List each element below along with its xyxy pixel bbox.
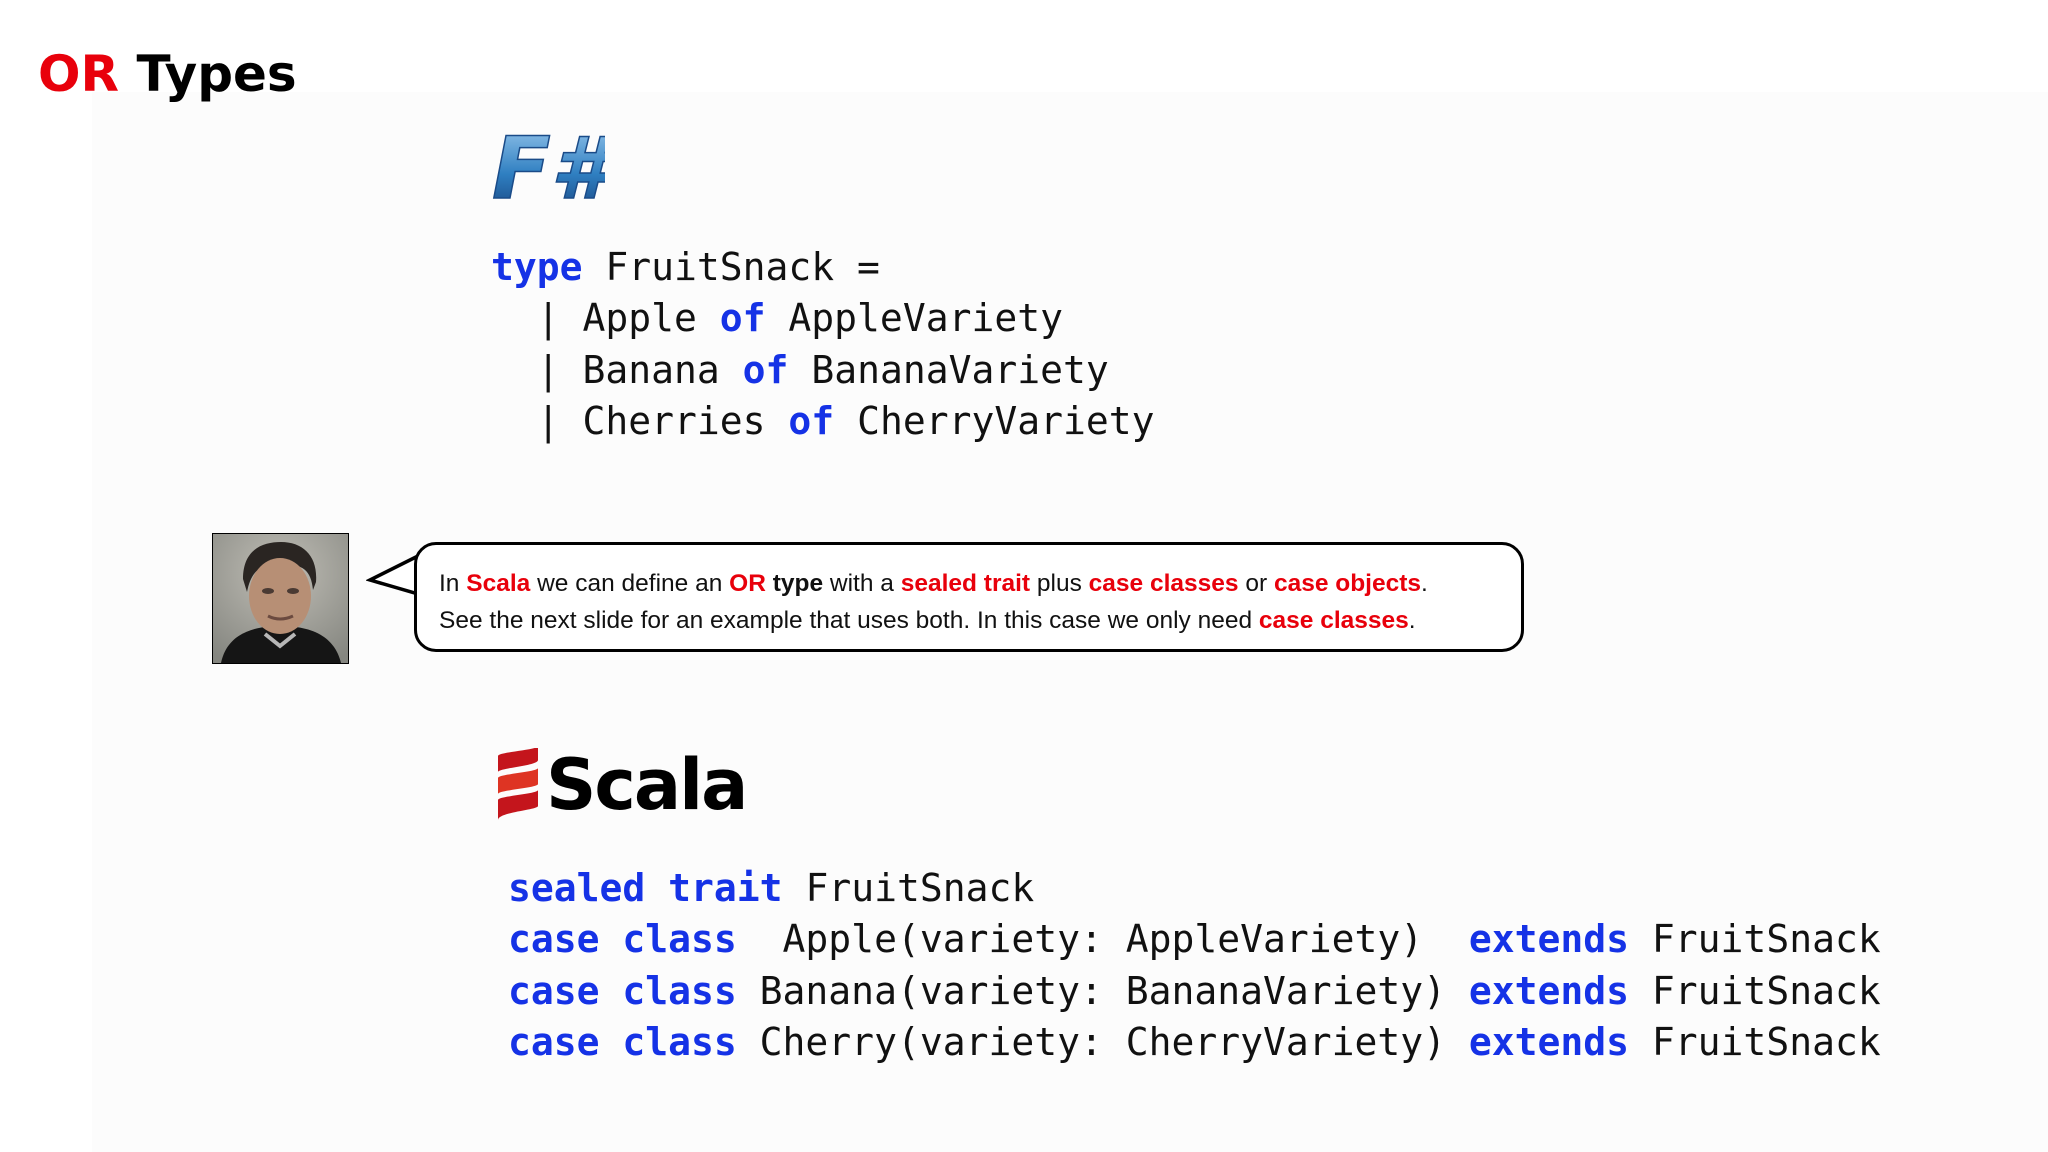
scala-logo-icon	[498, 748, 538, 820]
code-keyword: case	[508, 917, 600, 962]
code-keyword: class	[622, 917, 737, 962]
speech-line-2: See the next slide for an example that u…	[439, 602, 1521, 639]
fsharp-logo-text: F#	[492, 126, 605, 208]
speech-text: .	[1421, 570, 1428, 597]
code-token	[645, 866, 668, 910]
speech-text: .	[1408, 607, 1416, 634]
speech-text: or	[1238, 570, 1274, 597]
code-token: BananaVariety	[788, 347, 1109, 392]
code-token: Apple(variety: AppleVariety)	[736, 917, 1469, 962]
title-accent: OR	[38, 45, 120, 103]
code-token	[600, 917, 623, 961]
code-keyword: class	[622, 968, 737, 1013]
code-token: | Banana	[491, 347, 743, 392]
speech-text: In	[439, 570, 467, 597]
code-keyword: extends	[1468, 1019, 1630, 1064]
speech-text	[766, 570, 773, 597]
code-token: | Cherries	[491, 398, 789, 443]
scala-code-block: sealed trait FruitSnack case class Apple…	[508, 863, 1881, 1068]
code-keyword: case	[508, 968, 600, 1013]
code-token: FruitSnack =	[582, 245, 880, 289]
code-keyword: class	[622, 1019, 737, 1064]
speech-text: See the next slide for an example that u…	[439, 607, 1259, 634]
speech-emphasis: case objects	[1273, 570, 1422, 597]
code-token: FruitSnack	[1629, 917, 1881, 962]
code-keyword: type	[491, 245, 583, 289]
code-keyword: trait	[668, 866, 783, 910]
code-keyword: of	[788, 398, 835, 443]
speech-emphasis: type	[772, 570, 824, 597]
code-token: AppleVariety	[765, 296, 1063, 341]
speech-emphasis: Scala	[466, 570, 531, 597]
speech-line-1: In Scala we can define an OR type with a…	[439, 565, 1521, 602]
code-keyword: extends	[1468, 917, 1630, 962]
speech-text: we can define an	[530, 570, 730, 597]
speech-text: plus	[1030, 570, 1089, 597]
presenter-avatar	[212, 533, 349, 664]
scala-logo-text: Scala	[546, 744, 748, 826]
speech-text: with a	[823, 570, 901, 597]
fsharp-logo-icon: F#	[491, 126, 605, 208]
fsharp-code-block: type FruitSnack = | Apple of AppleVariet…	[491, 242, 1154, 447]
code-keyword: extends	[1468, 968, 1630, 1013]
code-token: FruitSnack	[782, 866, 1035, 910]
speech-emphasis: sealed trait	[900, 570, 1031, 597]
speech-emphasis: OR	[729, 570, 766, 597]
code-token: Banana(variety: BananaVariety)	[736, 968, 1469, 1013]
speech-bubble: In Scala we can define an OR type with a…	[414, 542, 1524, 652]
speech-emphasis: case classes	[1088, 570, 1239, 597]
code-token	[600, 969, 623, 1013]
code-token	[600, 1020, 623, 1064]
slide-title: OR Types	[38, 42, 297, 106]
code-keyword: of	[742, 347, 789, 392]
title-rest: Types	[136, 45, 297, 103]
code-keyword: of	[719, 296, 766, 341]
speech-bubble-tail	[366, 554, 418, 596]
code-keyword: case	[508, 1019, 600, 1064]
code-keyword: sealed	[508, 866, 646, 910]
code-token: CherryVariety	[834, 398, 1155, 443]
code-token: | Apple	[491, 296, 720, 341]
code-token: FruitSnack	[1629, 968, 1881, 1013]
speech-emphasis: case classes	[1258, 607, 1409, 634]
code-token: Cherry(variety: CherryVariety)	[736, 1019, 1469, 1064]
code-token: FruitSnack	[1629, 1019, 1881, 1064]
